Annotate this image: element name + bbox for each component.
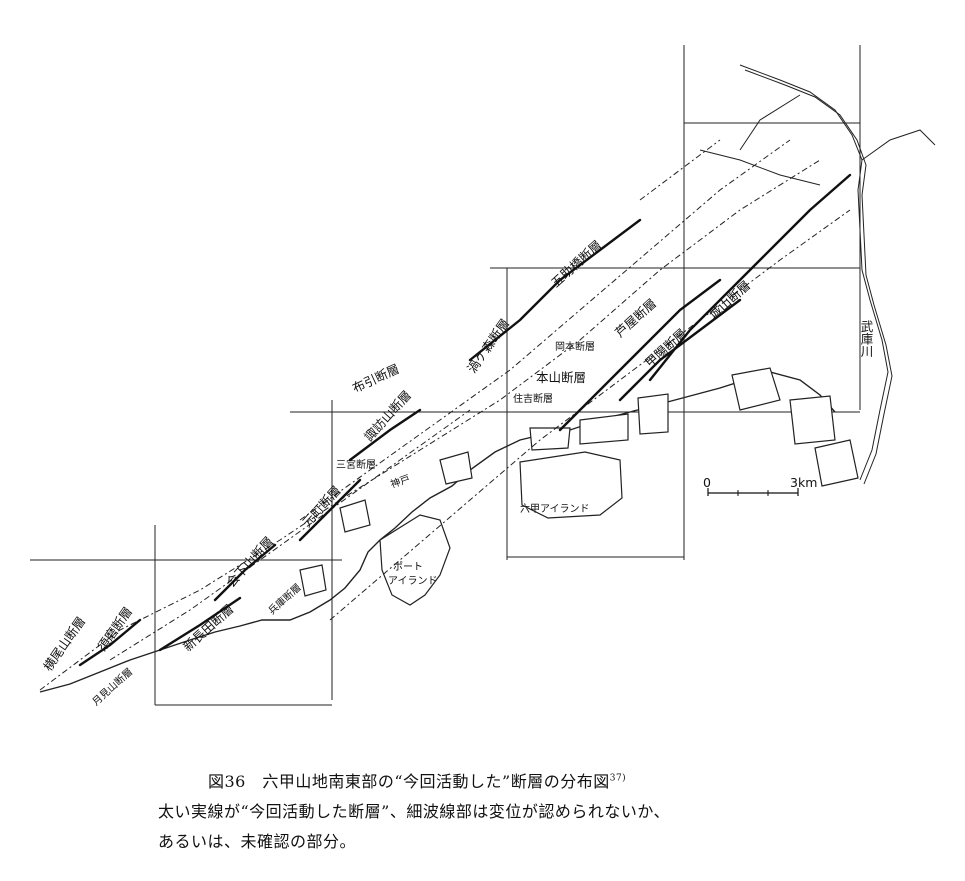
label-ashiya-fault: 芦屋断層	[612, 296, 659, 341]
fault-shinnagata	[158, 596, 242, 652]
label-suwa-fault: 渦ケ森断層	[464, 316, 512, 376]
river-line	[744, 69, 893, 485]
label-suwayama-fault: 諏訪山断層	[361, 388, 414, 444]
active-fault-traces	[78, 173, 852, 667]
pier	[299, 564, 327, 597]
wavy-fault	[639, 139, 721, 201]
port-island	[379, 514, 451, 606]
caption-line1: 図36 六甲山地南東部の“今回活動した”断層の分布図	[208, 772, 610, 791]
fault-suwayama	[348, 408, 422, 462]
rokko-island	[519, 451, 623, 519]
scale-end-label: 3km	[790, 475, 817, 490]
label-nunobiki-fault: 布引断層	[350, 361, 402, 396]
label-motomachi-fault: 元町断層	[299, 483, 344, 530]
label-gosuke-fault: 五助橋断層	[548, 237, 604, 290]
label-motoyama-fault: 本山断層	[536, 370, 586, 385]
label-rokko-island: 六甲アイランド	[520, 503, 590, 515]
coastline	[39, 367, 859, 693]
tributary	[739, 94, 801, 151]
tributary	[699, 149, 821, 186]
pier	[814, 439, 859, 487]
fault-kabutoyama	[648, 173, 852, 382]
label-shinnagata-fault: 新長田断層	[180, 601, 236, 654]
unconfirmed-fault-traces	[39, 139, 851, 691]
tributary	[861, 129, 936, 161]
pier	[339, 499, 371, 533]
label-sumiyoshi-fault: 住吉断層	[513, 392, 553, 405]
label-egeyama-fault: 会下山断層	[223, 534, 276, 590]
fault-map: 五助橋断層 芦屋断層 甲陽断層 城山断層 岡本断層 本山断層 住吉断層 布引断層…	[30, 45, 936, 708]
label-sannomiya-fault: 三宮断層	[336, 458, 376, 471]
fault-ashiya	[558, 278, 722, 432]
pier	[731, 367, 781, 411]
fault-suma	[78, 618, 142, 667]
mukogawa-river	[699, 64, 936, 485]
fault-label-layer: 五助橋断層 芦屋断層 甲陽断層 城山断層 岡本断層 本山断層 住吉断層 布引断層…	[40, 237, 753, 708]
scale-zero-label: 0	[703, 475, 711, 490]
coast-line	[39, 371, 836, 693]
caption-reference: 37)	[609, 773, 627, 784]
label-koyo-fault: 甲陽断層	[642, 326, 689, 371]
pier	[439, 451, 473, 485]
river-line	[739, 64, 889, 481]
label-okamoto-fault: 岡本断層	[555, 340, 595, 353]
figure-caption-title: 図36 六甲山地南東部の“今回活動した”断層の分布図37)	[208, 768, 965, 792]
wavy-fault	[109, 409, 471, 661]
pier	[789, 395, 836, 445]
wavy-fault	[39, 159, 821, 691]
scale-bar: 0 3km	[703, 475, 817, 496]
label-port-island-line2: アイランド	[388, 575, 438, 587]
fault-koyo	[618, 298, 742, 402]
label-tsukimiyama-fault: 月見山断層	[89, 665, 135, 708]
figure-caption-line3: あるいは、未確認の部分。	[158, 832, 357, 851]
sheet-grid	[30, 45, 861, 706]
fault-egeyama	[213, 543, 277, 602]
place-label-layer: 六甲アイランド ポート アイランド 武庫川	[388, 320, 874, 587]
wavy-fault	[299, 139, 791, 521]
pier	[529, 427, 571, 451]
pier	[637, 393, 669, 435]
label-mukogawa: 武庫川	[859, 320, 874, 358]
label-hyogo-fault: 兵庫断層	[265, 581, 303, 617]
label-port-island-line1: ポート	[393, 561, 423, 573]
fault-motomachi	[298, 478, 362, 542]
fault-gosuke	[468, 218, 642, 362]
pier	[579, 413, 629, 445]
figure-caption-line2: 太い実線が“今回活動した断層”、細波線部は変位が認められないか、	[158, 802, 671, 821]
label-kobe: 神戸	[389, 472, 412, 491]
